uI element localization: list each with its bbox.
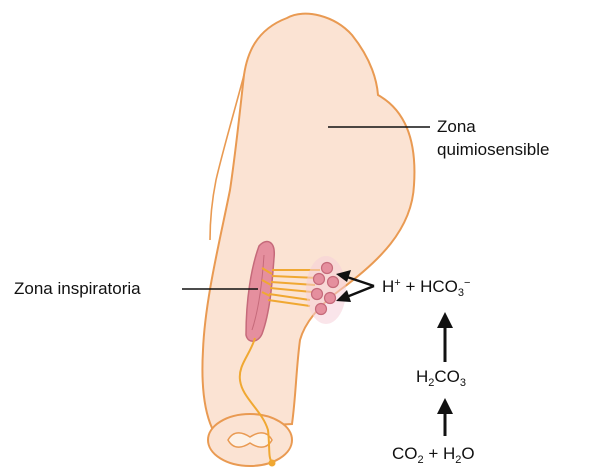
formula-h: H bbox=[382, 277, 394, 296]
formula-h2: H bbox=[416, 367, 428, 386]
formula-hco-charge: − bbox=[464, 277, 470, 289]
label-chemosensitive-line2: quimiosensible bbox=[437, 140, 549, 160]
label-inspiratory: Zona inspiratoria bbox=[14, 279, 141, 299]
brainstem-outline bbox=[202, 14, 414, 428]
nerve-terminal bbox=[269, 460, 276, 467]
formula-reactants: CO2 + H2O bbox=[392, 444, 475, 464]
formula-h2o-o: O bbox=[461, 444, 474, 463]
formula-bicarbonate: H+ + HCO3− bbox=[382, 277, 470, 297]
formula-co2: CO bbox=[392, 444, 418, 463]
formula-co3: CO bbox=[434, 367, 460, 386]
formula-co3-subscript: 3 bbox=[460, 377, 466, 389]
formula-h2o-h: + H bbox=[424, 444, 456, 463]
formula-carbonic-acid: H2CO3 bbox=[416, 367, 466, 387]
arrowhead-up-2-icon bbox=[437, 398, 453, 414]
arrowhead-up-1-icon bbox=[437, 312, 453, 328]
formula-hco: + HCO bbox=[401, 277, 458, 296]
label-chemosensitive-line1: Zona bbox=[437, 117, 476, 137]
